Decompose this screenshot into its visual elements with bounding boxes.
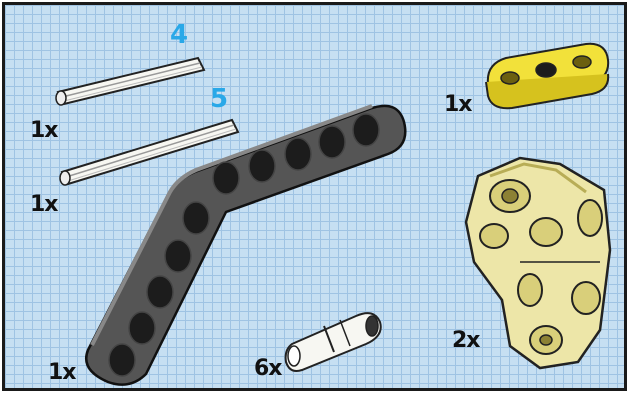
yellow-beam-part bbox=[486, 44, 608, 108]
quantity-pins: 6x bbox=[254, 356, 282, 381]
quantity-yellow-beam: 1x bbox=[444, 92, 472, 117]
bracket-part bbox=[466, 158, 610, 368]
connector-pin-part bbox=[286, 313, 381, 371]
quantity-axle-4: 1x bbox=[30, 118, 58, 143]
quantity-bracket: 2x bbox=[452, 328, 480, 353]
step-number-5: 5 bbox=[210, 84, 227, 114]
quantity-axle-5: 1x bbox=[30, 192, 58, 217]
step-number-4: 4 bbox=[170, 20, 187, 50]
axle-4-part bbox=[56, 58, 204, 105]
quantity-angled-beam: 1x bbox=[48, 360, 76, 385]
